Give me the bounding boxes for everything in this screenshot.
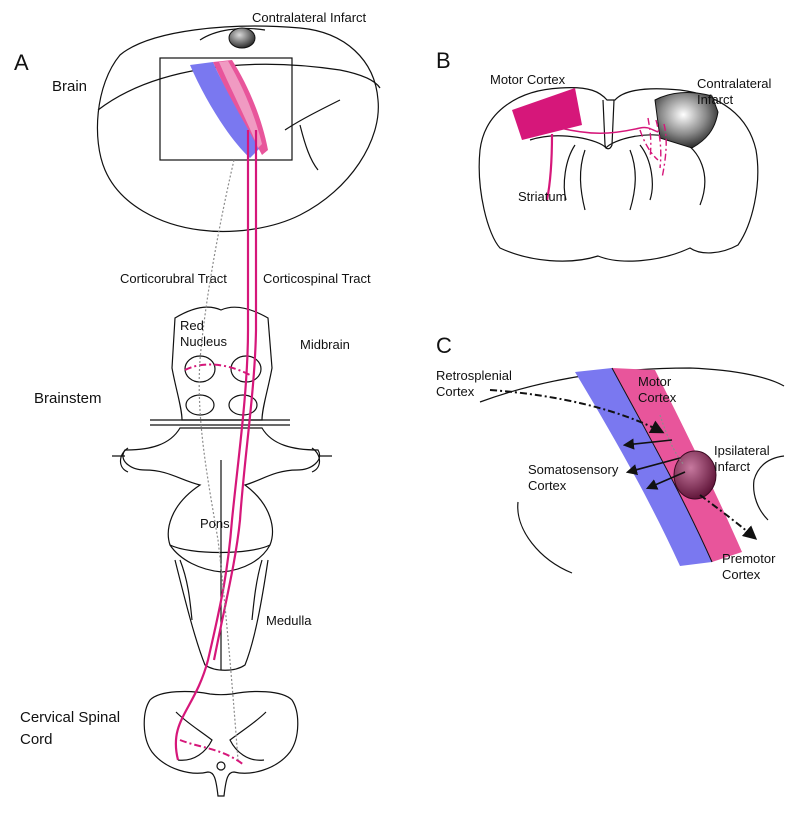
medulla-outline bbox=[174, 559, 269, 671]
cerebellum-edge-c bbox=[753, 455, 785, 521]
contralateral-infarct-label-a: Contralateral Infarct bbox=[252, 10, 367, 25]
side-lobe-left bbox=[112, 447, 129, 473]
brain-label: Brain bbox=[52, 78, 87, 95]
central-canal bbox=[216, 761, 226, 771]
brainstem-label: Brainstem bbox=[34, 390, 102, 407]
contralateral-infarct-label-b-line2: Infarct bbox=[697, 92, 734, 107]
panel-b-letter: B bbox=[436, 48, 451, 73]
motor-strip-a-highlight bbox=[219, 61, 262, 148]
brain-edge-c bbox=[479, 367, 785, 403]
ipsilateral-infarct-label-line1: Ipsilateral bbox=[714, 443, 770, 458]
coronal-inner-curve bbox=[529, 134, 706, 206]
coronal-ventricle-right bbox=[629, 144, 653, 211]
pons-outline bbox=[122, 427, 321, 554]
medulla-label: Medulla bbox=[266, 613, 312, 628]
side-lobe-right bbox=[311, 447, 332, 473]
red-nucleus-label-line2: Nucleus bbox=[180, 334, 227, 349]
strip-border-c bbox=[611, 367, 713, 563]
somatosensory-arrow-1 bbox=[622, 438, 673, 450]
spinal-cord-outline bbox=[143, 690, 299, 797]
brain-lower-edge-c bbox=[517, 501, 573, 574]
callosal-projection-b bbox=[559, 126, 659, 134]
inset-box bbox=[159, 57, 293, 161]
panel-b: B Motor Cortex Contralateral Infarct Str… bbox=[436, 48, 772, 262]
panel-c-letter: C bbox=[436, 333, 452, 358]
brain-midline bbox=[97, 63, 381, 111]
ipsilateral-infarct-c bbox=[673, 450, 717, 500]
coronal-section-outline bbox=[478, 87, 759, 262]
red-nucleus-label-line1: Red bbox=[180, 318, 204, 333]
somatosensory-arrow-2 bbox=[625, 457, 681, 476]
somatosensory-label-line2: Cortex bbox=[528, 478, 567, 493]
midbrain-label: Midbrain bbox=[300, 337, 350, 352]
corticospinal-tract-label: Corticospinal Tract bbox=[263, 271, 371, 286]
motor-arrow-dotted bbox=[659, 414, 685, 466]
contralateral-fibers-b bbox=[639, 117, 667, 179]
motor-cortex-label-c-line2: Cortex bbox=[638, 390, 677, 405]
premotor-label-line1: Premotor bbox=[722, 551, 776, 566]
retrosplenial-label-line2: Cortex bbox=[436, 384, 475, 399]
brain-sulcus bbox=[199, 27, 266, 41]
corticorubral-tract-label: Corticorubral Tract bbox=[120, 271, 227, 286]
contralateral-infarct-block-b bbox=[654, 92, 719, 149]
somatosensory-arrow-3 bbox=[645, 471, 686, 490]
contralateral-infarct-a bbox=[228, 27, 256, 49]
somatosensory-strip-a bbox=[190, 62, 262, 158]
premotor-projection bbox=[699, 494, 758, 540]
brain-cerebellum-edge bbox=[284, 99, 341, 171]
corticospinal-tract-line-1 bbox=[174, 130, 250, 761]
brain-outline bbox=[96, 25, 379, 233]
corticospinal-tract-line-2 bbox=[212, 130, 258, 661]
retrosplenial-projection bbox=[489, 389, 665, 434]
corticorubral-projection-a bbox=[184, 363, 251, 376]
corticorubral-tract-line bbox=[198, 159, 239, 761]
somatosensory-label-line1: Somatosensory bbox=[528, 462, 619, 477]
motor-cortex-block-b bbox=[512, 88, 582, 140]
coronal-ventricle-left bbox=[563, 144, 586, 211]
premotor-label-line2: Cortex bbox=[722, 567, 761, 582]
panel-a-letter: A bbox=[14, 50, 29, 75]
motor-cortex-label-b: Motor Cortex bbox=[490, 72, 566, 87]
corticospinal-termination bbox=[179, 739, 245, 766]
brainstem-transverse bbox=[150, 419, 290, 426]
nucleus-lower-left bbox=[185, 394, 215, 416]
cervical-spinal-cord-label-line2: Cord bbox=[20, 731, 53, 748]
striatum-label-b: Striatum bbox=[518, 189, 566, 204]
panel-a: A Contralateral Infarct Brain bbox=[14, 10, 381, 797]
coronal-midline bbox=[602, 99, 615, 150]
retrosplenial-label-line1: Retrosplenial bbox=[436, 368, 512, 383]
striatum-projection-b bbox=[545, 133, 554, 201]
panel-c: C Retrosplenial Cortex Motor Cortex Ipsi… bbox=[436, 333, 785, 582]
pons-label: Pons bbox=[200, 516, 230, 531]
ipsilateral-infarct-label-line2: Infarct bbox=[714, 459, 751, 474]
motor-cortex-label-c-line1: Motor bbox=[638, 374, 672, 389]
spinal-gray-matter bbox=[175, 711, 267, 761]
contralateral-infarct-label-b-line1: Contralateral bbox=[697, 76, 772, 91]
cervical-spinal-cord-label-line1: Cervical Spinal bbox=[20, 709, 120, 726]
midbrain-outline bbox=[171, 306, 273, 421]
